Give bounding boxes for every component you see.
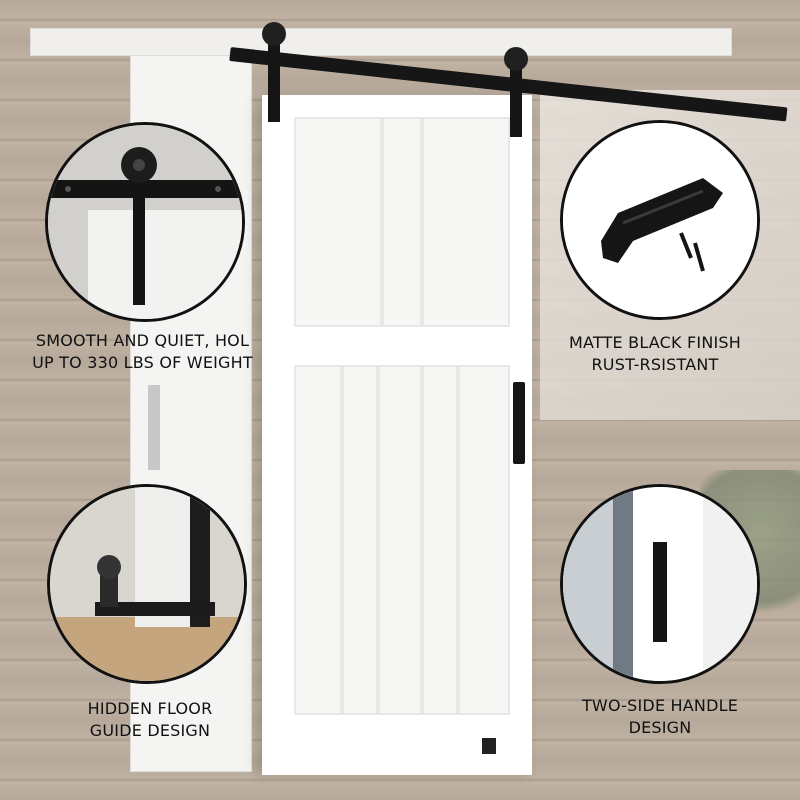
- detail-circle-two-side-handle: [560, 484, 760, 684]
- barn-door: [262, 95, 532, 775]
- ghost-track-rail: [30, 28, 732, 56]
- door-panel: [342, 365, 378, 715]
- caption-line: HIDDEN FLOOR: [87, 699, 213, 718]
- caption-line: UP TO 330 LBS OF WEIGHT: [32, 353, 253, 372]
- door-panel: [294, 365, 342, 715]
- detail-circle-handle: [560, 120, 760, 320]
- floor-guide-closeup-image: [50, 487, 244, 681]
- door-panel: [422, 365, 458, 715]
- caption-line: SMOOTH AND QUIET, HOL: [35, 331, 250, 350]
- feature-caption-weight: SMOOTH AND QUIET, HOL UP TO 330 LBS OF W…: [20, 330, 265, 374]
- feature-caption-floor-guide: HIDDEN FLOOR GUIDE DESIGN: [60, 698, 240, 742]
- handle-product-image: [563, 123, 757, 317]
- caption-line: DESIGN: [628, 718, 692, 737]
- door-hanger: [262, 22, 286, 122]
- ghost-door-handle: [148, 385, 160, 470]
- caption-line: RUST-RSISTANT: [591, 355, 719, 374]
- door-handle: [513, 382, 525, 464]
- door-panel: [458, 365, 510, 715]
- hanger-wheel: [504, 47, 528, 71]
- caption-line: TWO-SIDE HANDLE: [581, 696, 739, 715]
- door-panel: [382, 117, 422, 327]
- feature-caption-finish: MATTE BLACK FINISH RUST-RSISTANT: [550, 332, 760, 376]
- door-panel: [294, 117, 382, 327]
- detail-circle-floor-guide: [47, 484, 247, 684]
- feature-caption-handle: TWO-SIDE HANDLE DESIGN: [565, 695, 755, 739]
- door-panel: [422, 117, 510, 327]
- detail-circle-track: [45, 122, 245, 322]
- floor-guide: [482, 738, 496, 754]
- hanger-wheel: [262, 22, 286, 46]
- track-closeup-image: [48, 125, 242, 319]
- caption-line: MATTE BLACK FINISH: [568, 333, 742, 352]
- door-panel: [378, 365, 422, 715]
- door-hanger: [504, 47, 528, 137]
- two-side-handle-image: [563, 487, 757, 681]
- caption-line: GUIDE DESIGN: [89, 721, 211, 740]
